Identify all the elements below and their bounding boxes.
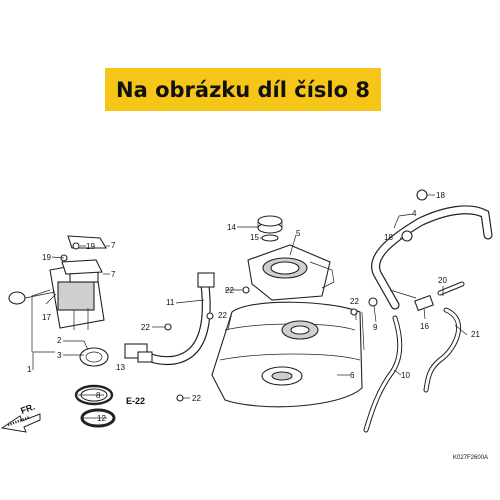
fuel-feed-hose (124, 272, 215, 365)
callout-7b: 7 (111, 270, 116, 279)
callout-11: 11 (166, 298, 175, 307)
callout-labels: 1 2 3 4 5 6 7 7 8 9 10 11 12 13 14 15 16… (27, 191, 480, 423)
tube-part-21 (423, 307, 461, 393)
callout-13: 13 (116, 363, 125, 372)
callout-19b: 19 (42, 253, 51, 262)
callout-22a: 22 (225, 286, 234, 295)
front-arrow: FR. (0, 402, 41, 433)
joint-part-16 (414, 294, 434, 312)
callout-16: 16 (420, 322, 429, 331)
callout-12: 12 (97, 414, 106, 423)
leader-lines (31, 194, 468, 419)
drawing-code: K027F2600A (453, 455, 488, 461)
callout-4: 4 (412, 209, 417, 218)
callout-7a: 7 (111, 241, 116, 250)
bracket-part-7 (61, 235, 107, 275)
callout-18b: 18 (384, 233, 393, 242)
clips-part-18 (401, 189, 428, 242)
callout-8: 8 (96, 391, 101, 400)
filler-neck (247, 244, 335, 301)
callout-15: 15 (250, 233, 259, 242)
callout-14: 14 (227, 223, 236, 232)
callout-9: 9 (373, 323, 378, 332)
ref-e22: E-22 (126, 396, 145, 406)
fuel-tank (211, 301, 365, 408)
callout-1: 1 (27, 365, 32, 374)
callout-6: 6 (350, 371, 355, 380)
callout-2: 2 (57, 336, 62, 345)
gasket-part-2 (79, 347, 109, 367)
bolts-part-22 (164, 286, 358, 402)
callout-20: 20 (438, 276, 447, 285)
callout-22d: 22 (218, 311, 227, 320)
title-banner: Na obrázku díl číslo 8 (105, 68, 381, 111)
callout-3: 3 (57, 351, 62, 360)
callout-22c: 22 (192, 394, 201, 403)
breather-hose (371, 205, 493, 310)
callout-22b: 22 (141, 323, 150, 332)
callout-21: 21 (471, 330, 480, 339)
drain-tube-part-10 (363, 315, 403, 433)
banner-text: Na obrázku díl číslo 8 (116, 77, 370, 102)
callout-18a: 18 (436, 191, 445, 200)
tube-part-20 (437, 281, 465, 296)
gasket-part-15 (261, 234, 279, 242)
clamp-part-9 (368, 297, 378, 307)
callout-22e: 22 (350, 297, 359, 306)
callout-10: 10 (401, 371, 410, 380)
front-label: FR. (19, 402, 36, 416)
fuel-cap-part-14 (257, 215, 283, 234)
callout-17: 17 (42, 313, 51, 322)
callout-5: 5 (296, 229, 301, 238)
callout-19a: 19 (86, 242, 95, 251)
